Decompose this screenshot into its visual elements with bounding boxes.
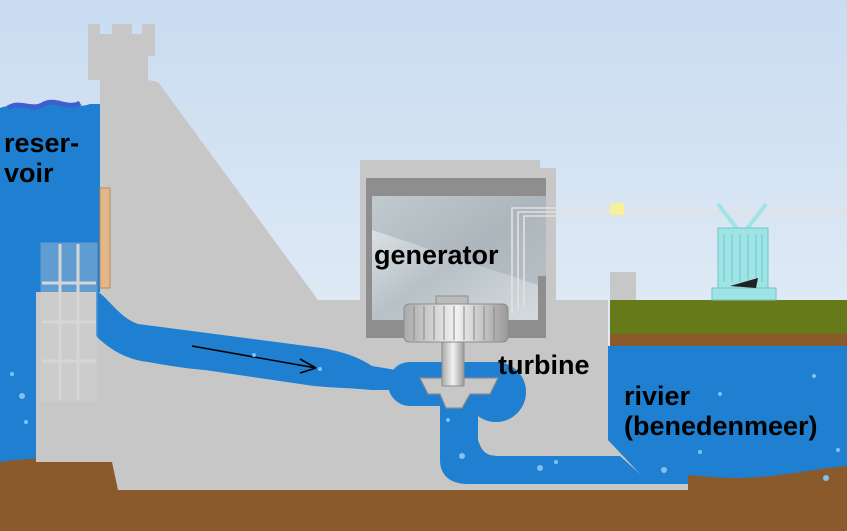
water-bubbles xyxy=(10,353,840,481)
reservoir-label-line2: voir xyxy=(4,158,54,188)
reservoir-label-line1: reser- xyxy=(4,128,80,158)
river-label-line2: (benedenmeer) xyxy=(624,411,818,441)
rotor-drum xyxy=(403,303,509,343)
rotor-ribs xyxy=(413,306,495,340)
draft-tube-water xyxy=(440,404,688,484)
soil-band xyxy=(610,334,847,346)
dam-body xyxy=(36,24,688,490)
penstock-water xyxy=(96,290,396,390)
rotor-cap xyxy=(435,295,469,305)
grass xyxy=(610,300,847,334)
generator-shade xyxy=(372,196,546,285)
transformer-icon xyxy=(711,202,777,301)
river-label-line1: rivier xyxy=(624,381,691,411)
reservoir-wave xyxy=(6,99,82,111)
insulator xyxy=(610,203,624,215)
gate-slot xyxy=(99,187,111,289)
turbine-label: turbine xyxy=(498,350,590,380)
reservoir-label: reser- voir xyxy=(4,128,79,188)
power-line-icon xyxy=(511,207,847,314)
river-label: rivier (benedenmeer) xyxy=(624,381,818,441)
generator-label: generator xyxy=(374,240,499,270)
trash-rack-icon xyxy=(40,242,98,402)
turbine-runner xyxy=(419,377,499,409)
